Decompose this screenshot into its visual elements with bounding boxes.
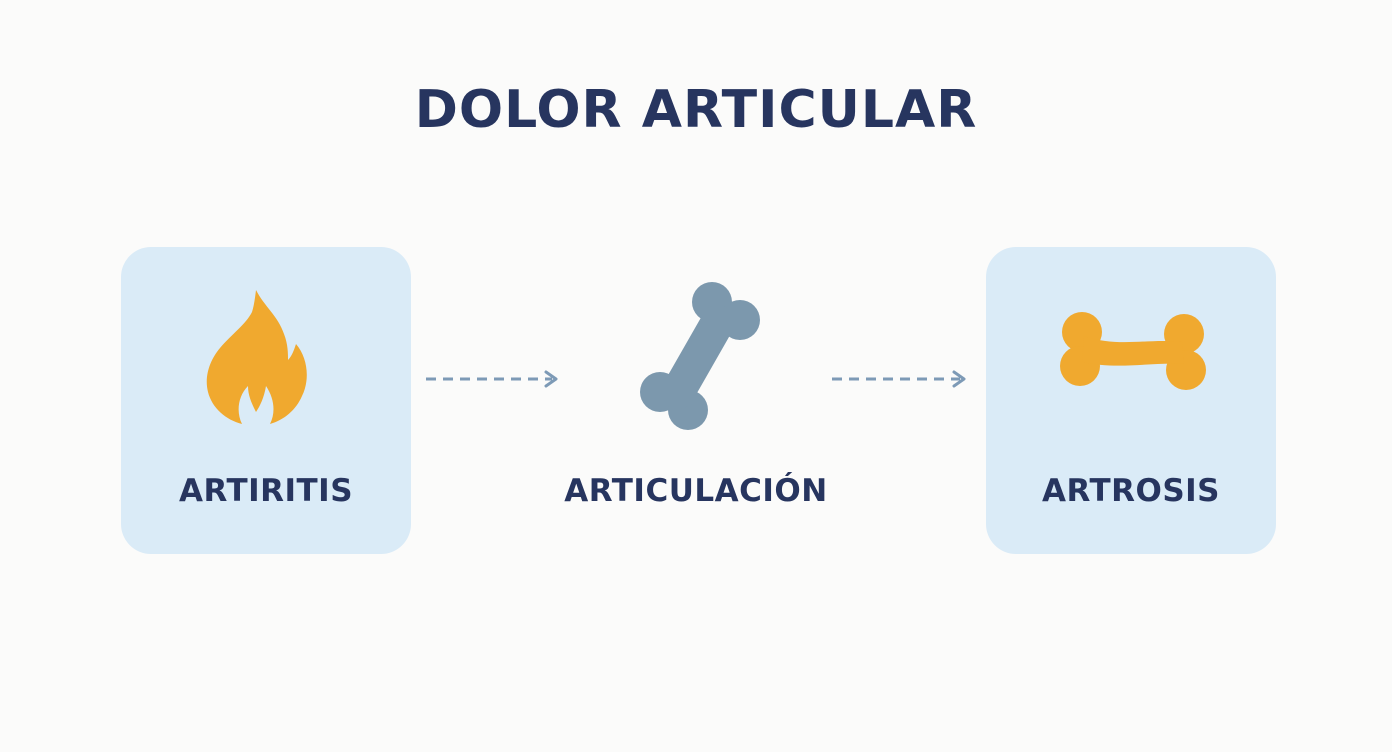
node-label-artrosis: ARTROSIS [1041, 473, 1221, 509]
bone-icon [640, 282, 760, 430]
artiritis-card [121, 247, 411, 554]
artrosis-card [986, 247, 1276, 554]
dashed-arrow-articulacion-to-artrosis [832, 370, 966, 388]
flame-icon [206, 290, 307, 424]
bone-icon [1060, 312, 1206, 390]
arrow-head [952, 370, 966, 388]
diagram-title: DOLOR ARTICULAR [414, 80, 978, 140]
bone-icon-shape [1060, 312, 1206, 390]
arrow-head [544, 370, 558, 388]
bone-icon-shape [640, 282, 760, 430]
dashed-arrow-artiritis-to-articulacion [426, 370, 558, 388]
flame-icon-shape [206, 290, 307, 424]
node-label-artiritis: ARTIRITIS [178, 473, 354, 509]
node-label-articulacion: ARTICULACIÓN [564, 473, 828, 509]
